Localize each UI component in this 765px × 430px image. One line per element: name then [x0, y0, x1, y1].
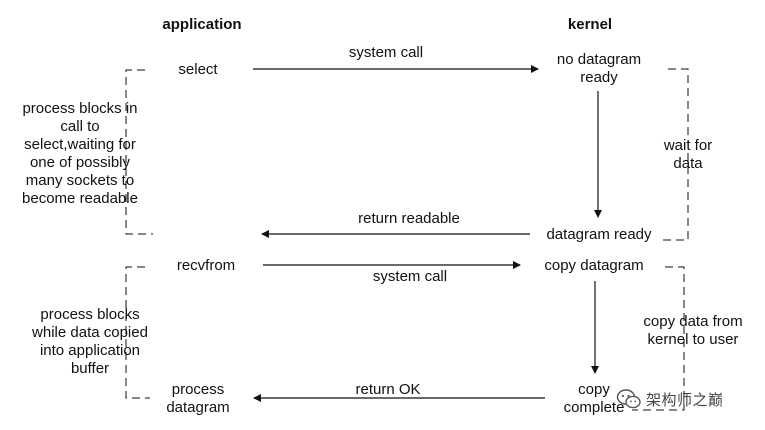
wait-for-data-line-2: data [673, 155, 703, 172]
copy-to-user-line-2: kernel to user [647, 331, 739, 348]
blocks-copy-line-2: while data copied [32, 324, 148, 341]
watermark: 架构师之巅 [616, 386, 756, 412]
bracket-copy-to-user [632, 266, 685, 411]
copy-complete-line-1: copy [578, 381, 610, 398]
watermark-text: 架构师之巅 [646, 390, 724, 409]
label-return-readable: return readable [358, 210, 460, 227]
kernel-step-no-datagram: no datagram ready [545, 51, 653, 87]
copy-complete-line-2: complete [563, 399, 625, 416]
header-application: application [162, 16, 242, 33]
blocks-select-line-6: become readable [22, 190, 138, 207]
blocks-copy-line-3: into application [39, 342, 141, 359]
blocks-copy-line-1: process blocks [40, 306, 140, 323]
wait-for-data-line-1: wait for [663, 137, 713, 154]
blocks-select-line-5: many sockets to [25, 172, 135, 189]
label-system-call-1: system call [348, 44, 424, 61]
note-blocks-copy: process blocks while data copied into ap… [20, 306, 160, 378]
app-step-recvfrom: recvfrom [176, 257, 236, 274]
note-blocks-select: process blocks in call to select,waiting… [12, 100, 148, 208]
note-wait-for-data: wait for data [646, 137, 730, 173]
app-step-process-datagram: process datagram [150, 381, 246, 417]
no-datagram-line-2: ready [580, 69, 618, 86]
blocks-select-line-3: select,waiting for [24, 136, 136, 153]
label-system-call-2: system call [372, 268, 448, 285]
kernel-step-datagram-ready: datagram ready [546, 226, 652, 243]
blocks-select-line-1: process blocks in [22, 100, 138, 117]
bracket-blocks-copy [125, 266, 150, 399]
copy-to-user-line-1: copy data from [643, 313, 743, 330]
kernel-step-copy-datagram: copy datagram [544, 257, 644, 274]
blocks-copy-line-4: buffer [70, 360, 110, 377]
process-line-2: datagram [166, 399, 230, 416]
note-copy-to-user: copy data from kernel to user [630, 313, 756, 349]
header-kernel: kernel [567, 16, 613, 33]
label-return-ok: return OK [355, 381, 421, 398]
blocks-select-line-4: one of possibly [29, 154, 131, 171]
no-datagram-line-1: no datagram [556, 51, 642, 68]
blocks-select-line-2: call to [60, 118, 100, 135]
app-step-select: select [178, 61, 218, 78]
process-line-1: process [171, 381, 225, 398]
bracket-blocks-select [125, 69, 153, 235]
wechat-icon [616, 389, 641, 409]
kernel-step-copy-complete: copy complete [554, 381, 634, 417]
bracket-wait-for-data [663, 68, 689, 241]
